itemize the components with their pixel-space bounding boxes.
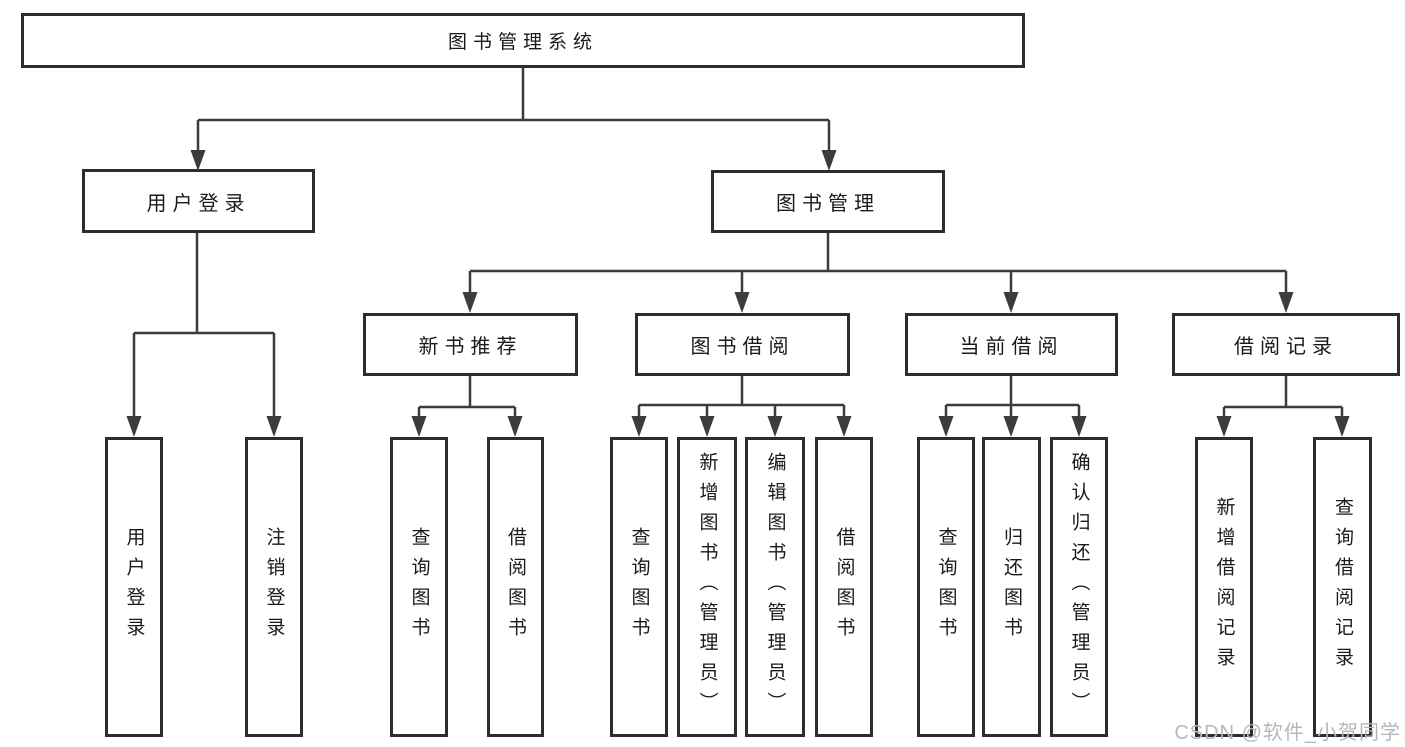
leaf-edit-book-admin: 编辑图书（管理员） bbox=[745, 437, 805, 737]
node-user-login: 用户登录 bbox=[82, 169, 315, 233]
leaf-confirm-return-admin: 确认归还（管理员） bbox=[1050, 437, 1108, 737]
leaf-logout-login: 注销登录 bbox=[245, 437, 303, 737]
leaf-query-books-recommend: 查询图书 bbox=[390, 437, 448, 737]
arrowhead-icons bbox=[126, 150, 1350, 437]
leaf-query-books-current: 查询图书 bbox=[917, 437, 975, 737]
node-borrow-records: 借阅记录 bbox=[1172, 313, 1400, 376]
leaf-return-book: 归还图书 bbox=[982, 437, 1041, 737]
leaf-query-books-borrow: 查询图书 bbox=[610, 437, 668, 737]
leaf-user-login: 用户登录 bbox=[105, 437, 163, 737]
leaf-add-book-admin: 新增图书（管理员） bbox=[677, 437, 737, 737]
leaf-borrow-books-borrow: 借阅图书 bbox=[815, 437, 873, 737]
node-current-borrow: 当前借阅 bbox=[905, 313, 1118, 376]
node-book-management: 图书管理 bbox=[711, 170, 945, 233]
node-new-book-recommend: 新书推荐 bbox=[363, 313, 578, 376]
csdn-watermark: CSDN @软件_小贺同学 bbox=[1174, 722, 1401, 744]
leaf-borrow-books-recommend: 借阅图书 bbox=[487, 437, 544, 737]
node-library-management-system: 图书管理系统 bbox=[21, 13, 1025, 68]
leaf-query-borrow-record: 查询借阅记录 bbox=[1313, 437, 1372, 737]
leaf-add-borrow-record: 新增借阅记录 bbox=[1195, 437, 1253, 737]
node-book-borrow: 图书借阅 bbox=[635, 313, 850, 376]
